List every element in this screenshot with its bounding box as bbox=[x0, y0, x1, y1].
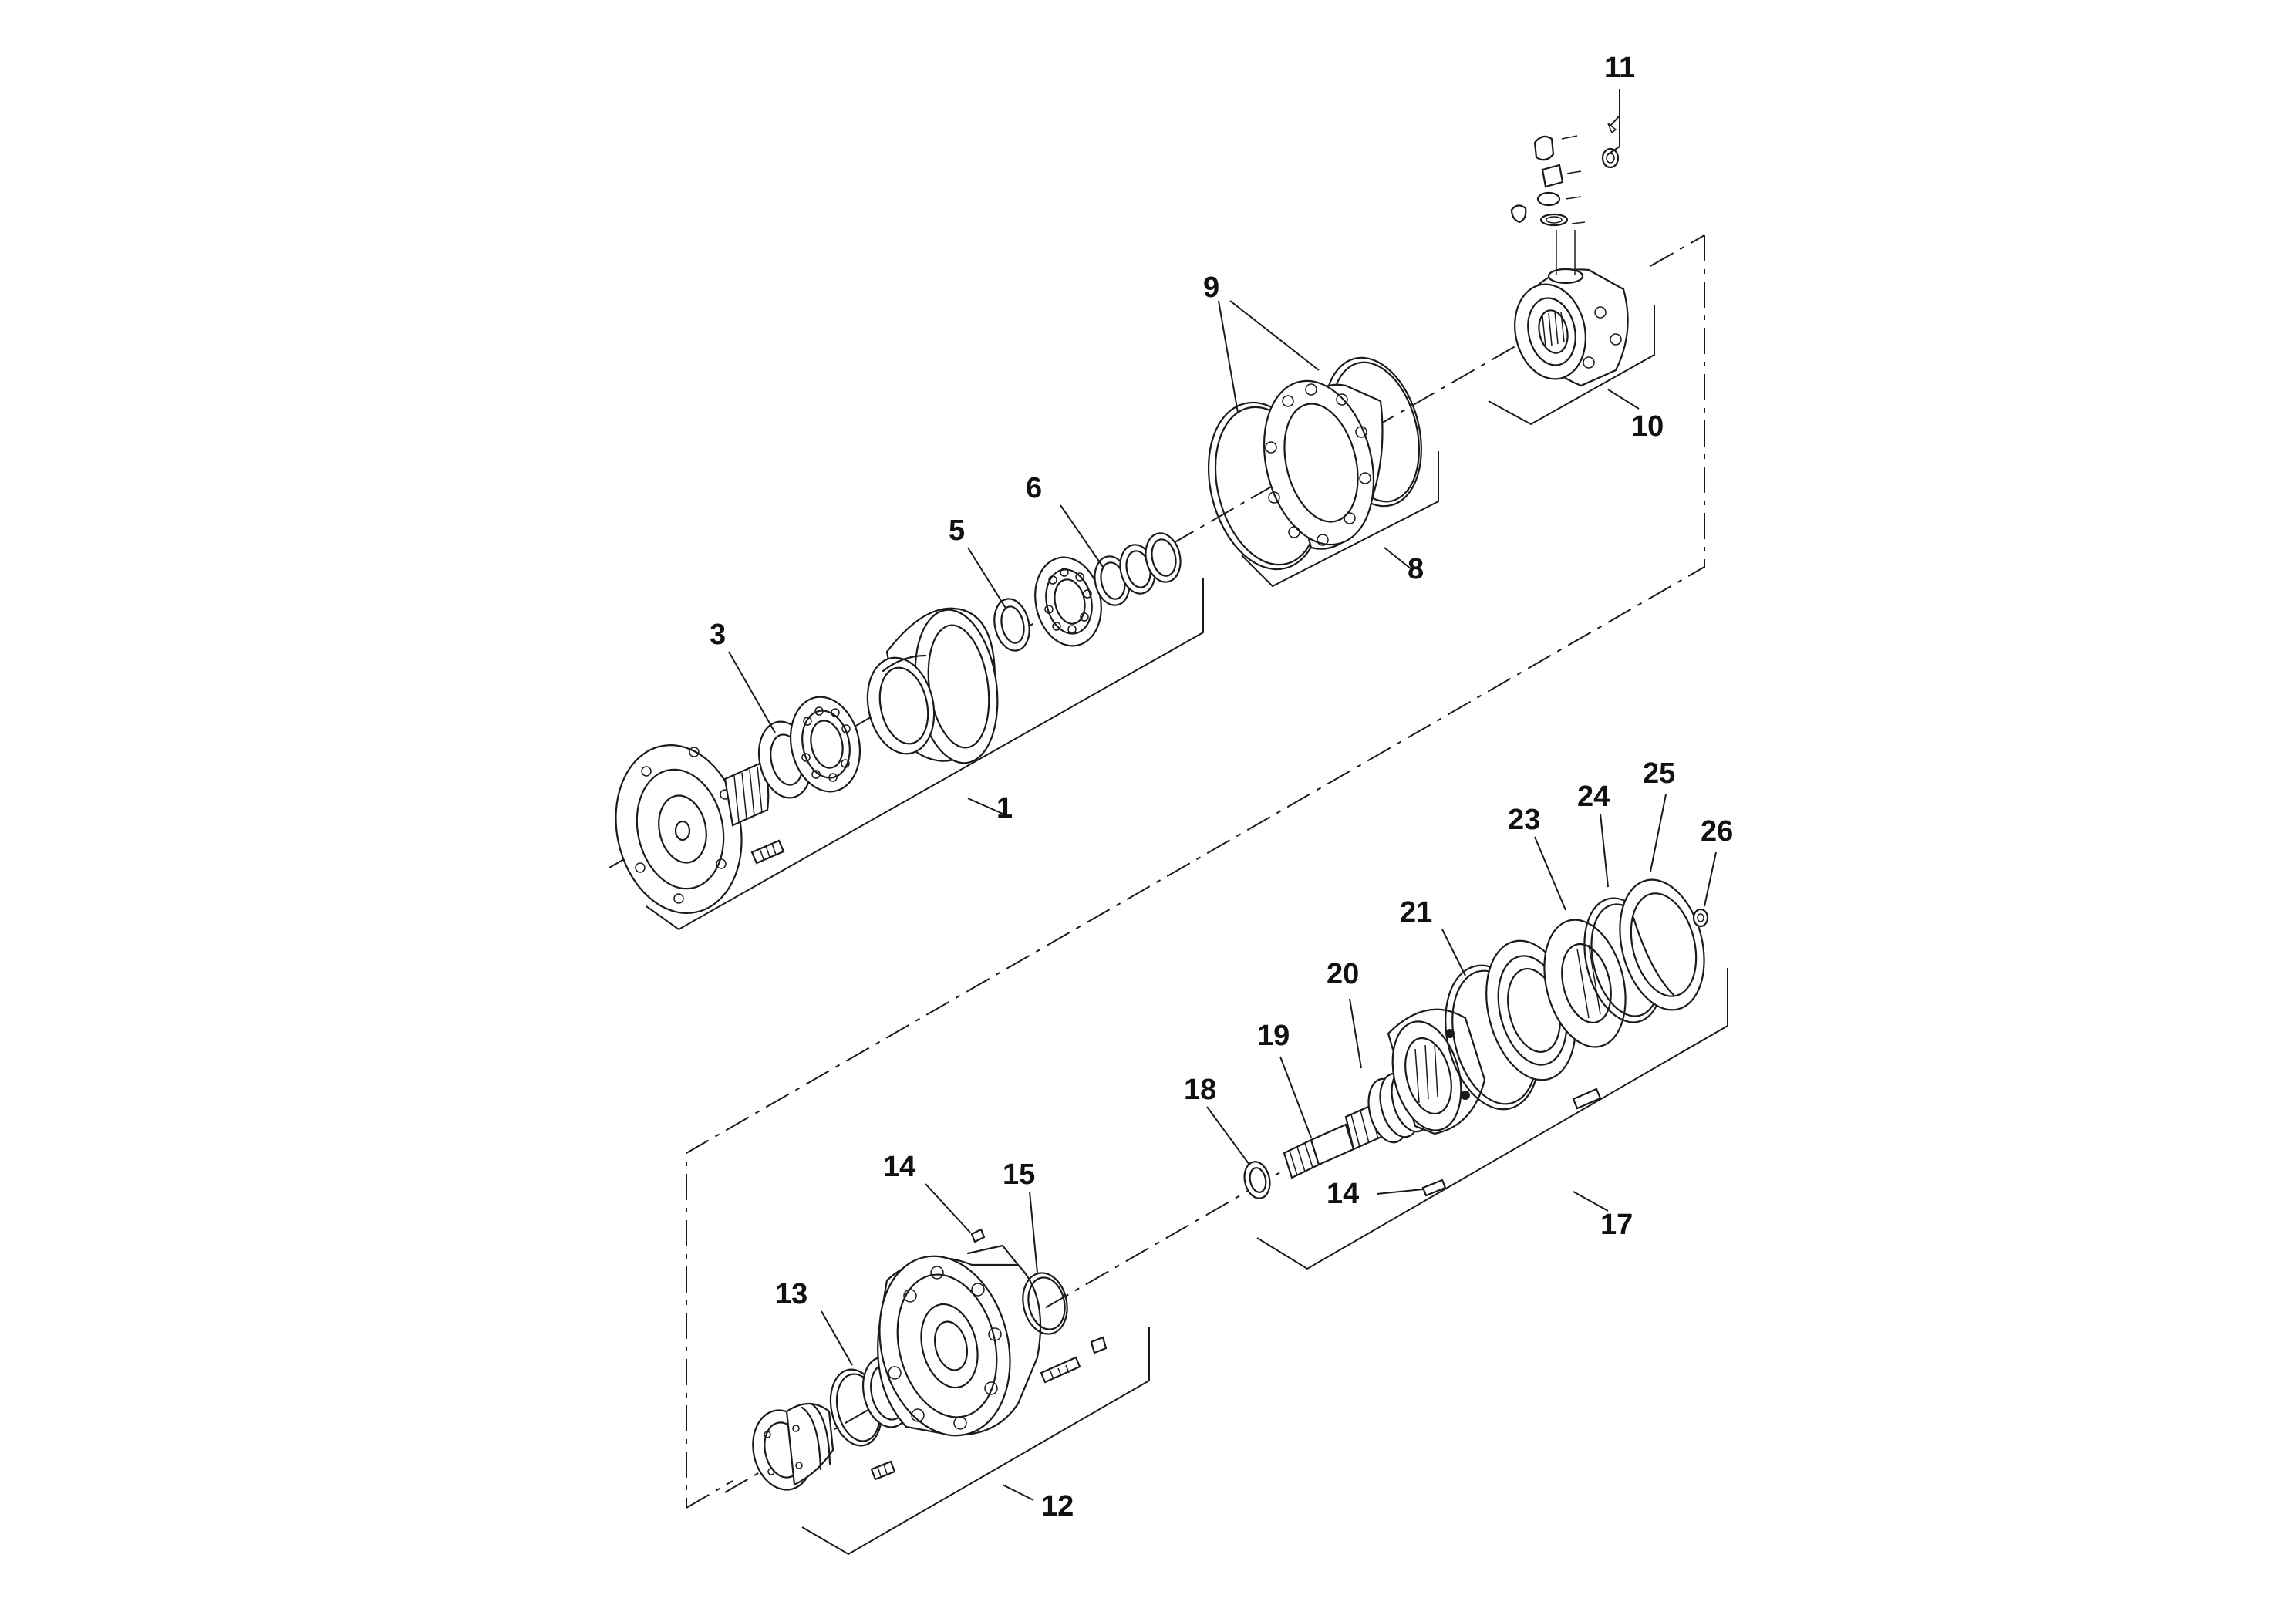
callout-25: 25 bbox=[1643, 757, 1675, 790]
part-21-planet-carrier bbox=[1387, 939, 1576, 1135]
part-1-hub-housing bbox=[866, 607, 999, 764]
part-5-ring bbox=[993, 598, 1030, 652]
part-1-output-flange bbox=[615, 744, 785, 914]
part-8-ring-gear bbox=[1263, 379, 1384, 550]
leader-21 bbox=[1441, 929, 1466, 976]
callout-3: 3 bbox=[710, 619, 726, 651]
callout-18: 18 bbox=[1184, 1074, 1216, 1106]
callout-5: 5 bbox=[949, 514, 965, 547]
part-15-o-ring bbox=[1022, 1272, 1068, 1335]
callout-20: 20 bbox=[1327, 958, 1359, 990]
leader-10 bbox=[1607, 389, 1640, 410]
leader-3 bbox=[728, 651, 776, 733]
leader-9a bbox=[1218, 300, 1239, 413]
leader-5 bbox=[967, 547, 1007, 610]
connector-top-stub bbox=[1650, 234, 1705, 267]
leader-11 bbox=[1607, 89, 1620, 155]
callout-24: 24 bbox=[1577, 781, 1610, 813]
leader-9b bbox=[1229, 300, 1320, 371]
callout-1: 1 bbox=[996, 792, 1013, 824]
part-23-brake-piston bbox=[1543, 919, 1627, 1048]
leader-13 bbox=[821, 1310, 853, 1366]
leader-14a bbox=[925, 1183, 971, 1233]
bracket-part-17 bbox=[1256, 968, 1728, 1270]
callout-26: 26 bbox=[1701, 815, 1733, 848]
connector-bottom-stub bbox=[686, 1480, 733, 1509]
bracket-part-8 bbox=[1241, 451, 1439, 588]
bracket-part-12 bbox=[801, 1327, 1150, 1556]
bracket-part-10 bbox=[1488, 305, 1655, 426]
part-12-end-cap bbox=[752, 1402, 896, 1491]
callout-9: 9 bbox=[1203, 271, 1219, 304]
callout-10: 10 bbox=[1631, 410, 1664, 443]
callout-21: 21 bbox=[1400, 896, 1432, 929]
part-26-plug bbox=[1692, 908, 1709, 928]
callout-6: 6 bbox=[1026, 472, 1042, 504]
leader-14b bbox=[1376, 1189, 1424, 1195]
callout-12: 12 bbox=[1041, 1490, 1074, 1523]
callout-19: 19 bbox=[1257, 1020, 1290, 1052]
part-6-bearing-and-rings bbox=[1034, 532, 1182, 647]
callout-11: 11 bbox=[1604, 52, 1635, 84]
leader-24 bbox=[1600, 813, 1609, 888]
callout-15: 15 bbox=[1003, 1158, 1035, 1191]
callout-17: 17 bbox=[1600, 1209, 1633, 1241]
callout-8: 8 bbox=[1408, 553, 1424, 585]
leader-15 bbox=[1029, 1191, 1038, 1273]
leader-11b bbox=[1610, 115, 1620, 126]
leader-20 bbox=[1349, 998, 1362, 1069]
assembly-connector-line bbox=[686, 235, 1705, 1508]
part-3-seal-and-bearing bbox=[757, 696, 861, 799]
leader-23 bbox=[1534, 836, 1566, 911]
leader-17 bbox=[1573, 1191, 1609, 1212]
leader-25 bbox=[1650, 794, 1667, 872]
leader-26 bbox=[1704, 851, 1717, 907]
bracket-part-1 bbox=[646, 578, 1204, 931]
leader-18 bbox=[1206, 1106, 1250, 1165]
leader-8 bbox=[1384, 547, 1412, 570]
callout-14b: 14 bbox=[1327, 1178, 1359, 1210]
part-12-port-housing bbox=[877, 1244, 1108, 1437]
callout-13: 13 bbox=[775, 1278, 807, 1310]
part-18-snap-ring bbox=[1243, 1161, 1271, 1199]
part-25-end-plate bbox=[1619, 878, 1705, 1011]
leader-1 bbox=[967, 798, 1003, 814]
callout-14a: 14 bbox=[883, 1151, 915, 1183]
part-14-screw-lower bbox=[1421, 1088, 1602, 1197]
part-10-motor-block bbox=[1514, 230, 1629, 387]
part-14-screw-upper bbox=[970, 1228, 986, 1243]
part-11-fittings bbox=[1510, 123, 1620, 227]
leader-6 bbox=[1060, 504, 1104, 568]
callout-23: 23 bbox=[1508, 804, 1540, 836]
leader-12 bbox=[1002, 1484, 1034, 1501]
leader-19 bbox=[1279, 1056, 1312, 1138]
